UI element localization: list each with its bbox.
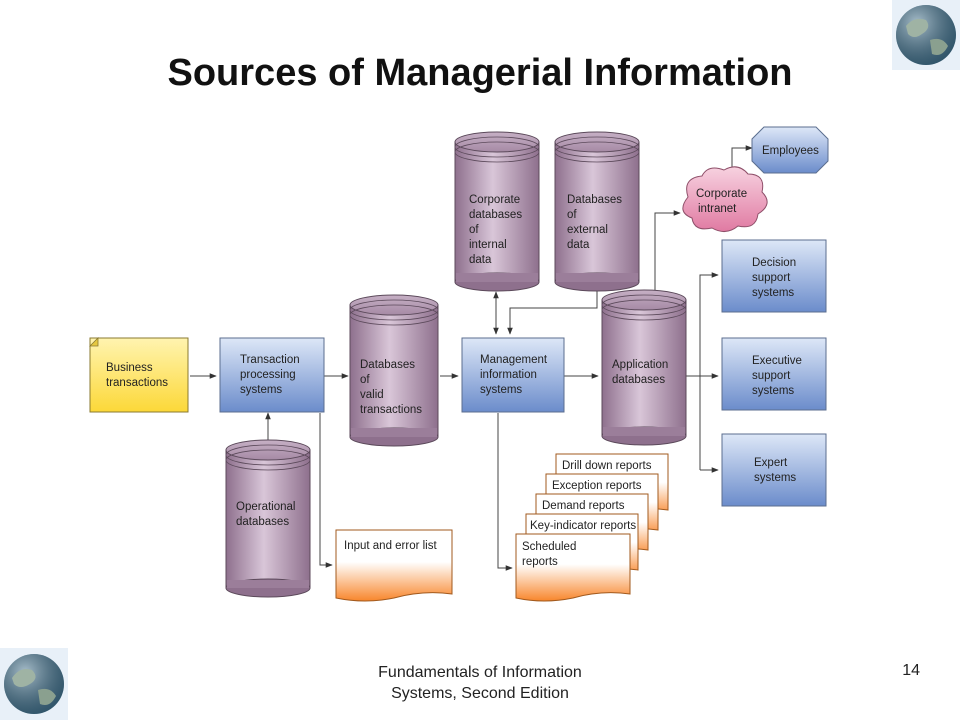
footer-line: Systems, Second Edition bbox=[391, 685, 569, 702]
svg-text:information: information bbox=[480, 369, 537, 381]
valid-transactions-cylinder: Databases of valid transactions bbox=[349, 294, 439, 447]
management-information-box: Management information systems bbox=[461, 337, 565, 413]
svg-text:reports: reports bbox=[522, 556, 558, 568]
svg-text:transactions: transactions bbox=[106, 377, 168, 389]
business-transactions-note: Business transactions bbox=[89, 337, 189, 413]
footer-line: Fundamentals of Information bbox=[378, 664, 582, 681]
report-stack: Drill down reports Exception reports Dem… bbox=[515, 453, 669, 602]
svg-text:Input and error list: Input and error list bbox=[344, 540, 437, 552]
internal-data-cylinder: Corporate databases of internal data bbox=[454, 131, 540, 292]
corporate-intranet-cloud: Corporate intranet bbox=[682, 166, 768, 232]
svg-text:valid: valid bbox=[360, 389, 384, 401]
svg-text:systems: systems bbox=[754, 472, 796, 484]
scheduled-report-document bbox=[515, 533, 631, 602]
svg-text:Operational: Operational bbox=[236, 501, 295, 513]
connectors bbox=[190, 145, 753, 571]
page-number: 14 bbox=[902, 662, 920, 679]
svg-text:Decision: Decision bbox=[752, 257, 796, 269]
transaction-processing-box: Transaction processing systems bbox=[219, 337, 325, 413]
svg-text:support: support bbox=[752, 272, 791, 284]
svg-text:of: of bbox=[567, 209, 577, 221]
svg-text:systems: systems bbox=[752, 385, 794, 397]
input-error-list-document: Input and error list bbox=[335, 529, 453, 602]
svg-text:transactions: transactions bbox=[360, 404, 422, 416]
svg-text:Corporate: Corporate bbox=[696, 188, 747, 200]
svg-text:Business: Business bbox=[106, 362, 153, 374]
svg-text:Expert: Expert bbox=[754, 457, 788, 469]
slide-title: Sources of Managerial Information bbox=[167, 52, 793, 94]
svg-text:support: support bbox=[752, 370, 791, 382]
svg-text:Corporate: Corporate bbox=[469, 194, 520, 206]
report-label: Key-indicator reports bbox=[530, 520, 636, 532]
svg-text:systems: systems bbox=[752, 287, 794, 299]
external-data-cylinder: Databases of external data bbox=[554, 131, 640, 292]
footer-text: Fundamentals of Information Systems, Sec… bbox=[330, 662, 630, 704]
svg-text:intranet: intranet bbox=[698, 203, 737, 215]
report-label: Exception reports bbox=[552, 480, 642, 492]
svg-text:external: external bbox=[567, 224, 608, 236]
globe-icon bbox=[892, 0, 960, 70]
application-databases-cylinder: Application databases bbox=[601, 289, 687, 446]
svg-text:Databases: Databases bbox=[567, 194, 622, 206]
svg-text:data: data bbox=[469, 254, 492, 266]
decision-support-box: Decision support systems bbox=[721, 239, 827, 313]
svg-text:of: of bbox=[360, 374, 370, 386]
svg-text:Scheduled: Scheduled bbox=[522, 541, 576, 553]
expert-systems-box: Expert systems bbox=[721, 433, 827, 507]
svg-text:data: data bbox=[567, 239, 590, 251]
svg-text:internal: internal bbox=[469, 239, 507, 251]
svg-text:systems: systems bbox=[480, 384, 522, 396]
svg-text:Executive: Executive bbox=[752, 355, 802, 367]
svg-text:Management: Management bbox=[480, 354, 548, 366]
svg-text:processing: processing bbox=[240, 369, 296, 381]
globe-icon bbox=[0, 648, 68, 720]
svg-text:Databases: Databases bbox=[360, 359, 415, 371]
svg-text:Application: Application bbox=[612, 359, 668, 371]
svg-text:databases: databases bbox=[469, 209, 522, 221]
svg-text:systems: systems bbox=[240, 384, 282, 396]
report-label: Demand reports bbox=[542, 500, 625, 512]
svg-text:databases: databases bbox=[236, 516, 289, 528]
svg-text:Transaction: Transaction bbox=[240, 354, 300, 366]
executive-support-box: Executive support systems bbox=[721, 337, 827, 411]
svg-text:of: of bbox=[469, 224, 479, 236]
employees-octagon: Employees bbox=[751, 126, 829, 174]
svg-text:databases: databases bbox=[612, 374, 665, 386]
svg-text:Employees: Employees bbox=[762, 145, 819, 157]
operational-databases-cylinder: Operational databases bbox=[225, 439, 311, 598]
report-label: Drill down reports bbox=[562, 460, 652, 472]
